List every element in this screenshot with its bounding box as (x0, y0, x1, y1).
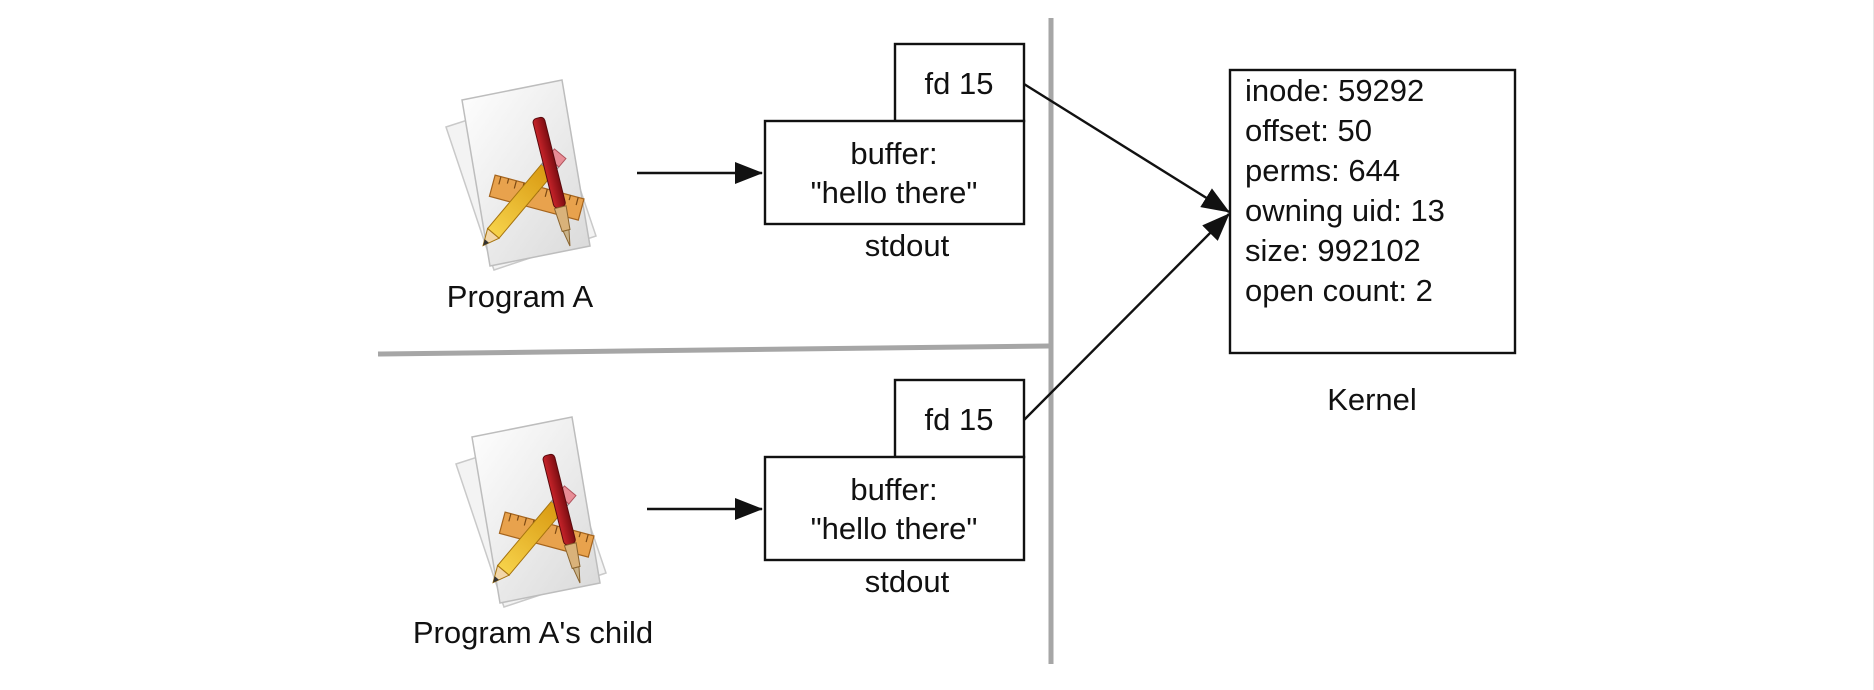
program-child-label: Program A's child (413, 615, 653, 650)
kernel-group: inode: 59292 offset: 50 perms: 644 ownin… (1228, 68, 1517, 417)
program-child-buffer-line2: "hello there" (811, 511, 978, 546)
program-child-fd-label: fd 15 (925, 402, 994, 437)
program-a-label: Program A (447, 279, 594, 314)
program-a-group: Program A fd 15 buffer: "hello there" st… (445, 42, 1026, 314)
fd-a-to-kernel-arrow (1023, 82, 1230, 214)
kernel-entry-offset: offset: 50 (1245, 113, 1372, 148)
fd-child-to-kernel-arrow (1023, 213, 1230, 421)
program-a-buffer-box (763, 119, 1026, 226)
kernel-entry-inode: inode: 59292 (1245, 73, 1424, 108)
app-document-icon (455, 416, 607, 608)
kernel-entry-open-count: open count: 2 (1245, 273, 1433, 308)
program-child-group: Program A's child fd 15 buffer: "hello t… (413, 378, 1026, 650)
program-child-buffer-line1: buffer: (850, 472, 937, 507)
program-a-fd-box (893, 42, 1026, 123)
app-document-icon (445, 79, 597, 271)
kernel-label: Kernel (1327, 382, 1417, 417)
kernel-file-entry-box (1228, 68, 1517, 355)
kernel-entry-owning-uid: owning uid: 13 (1245, 193, 1445, 228)
kernel-entry-perms: perms: 644 (1245, 153, 1400, 188)
horizontal-divider (377, 343, 1050, 357)
program-a-fd-label: fd 15 (925, 66, 994, 101)
program-a-stdout-label: stdout (865, 228, 950, 263)
program-a-buffer-line2: "hello there" (811, 175, 978, 210)
kernel-entry-size: size: 992102 (1245, 233, 1421, 268)
program-child-buffer-box (763, 455, 1026, 562)
program-child-fd-box (893, 378, 1026, 459)
program-a-buffer-line1: buffer: (850, 136, 937, 171)
program-child-stdout-label: stdout (865, 564, 950, 599)
